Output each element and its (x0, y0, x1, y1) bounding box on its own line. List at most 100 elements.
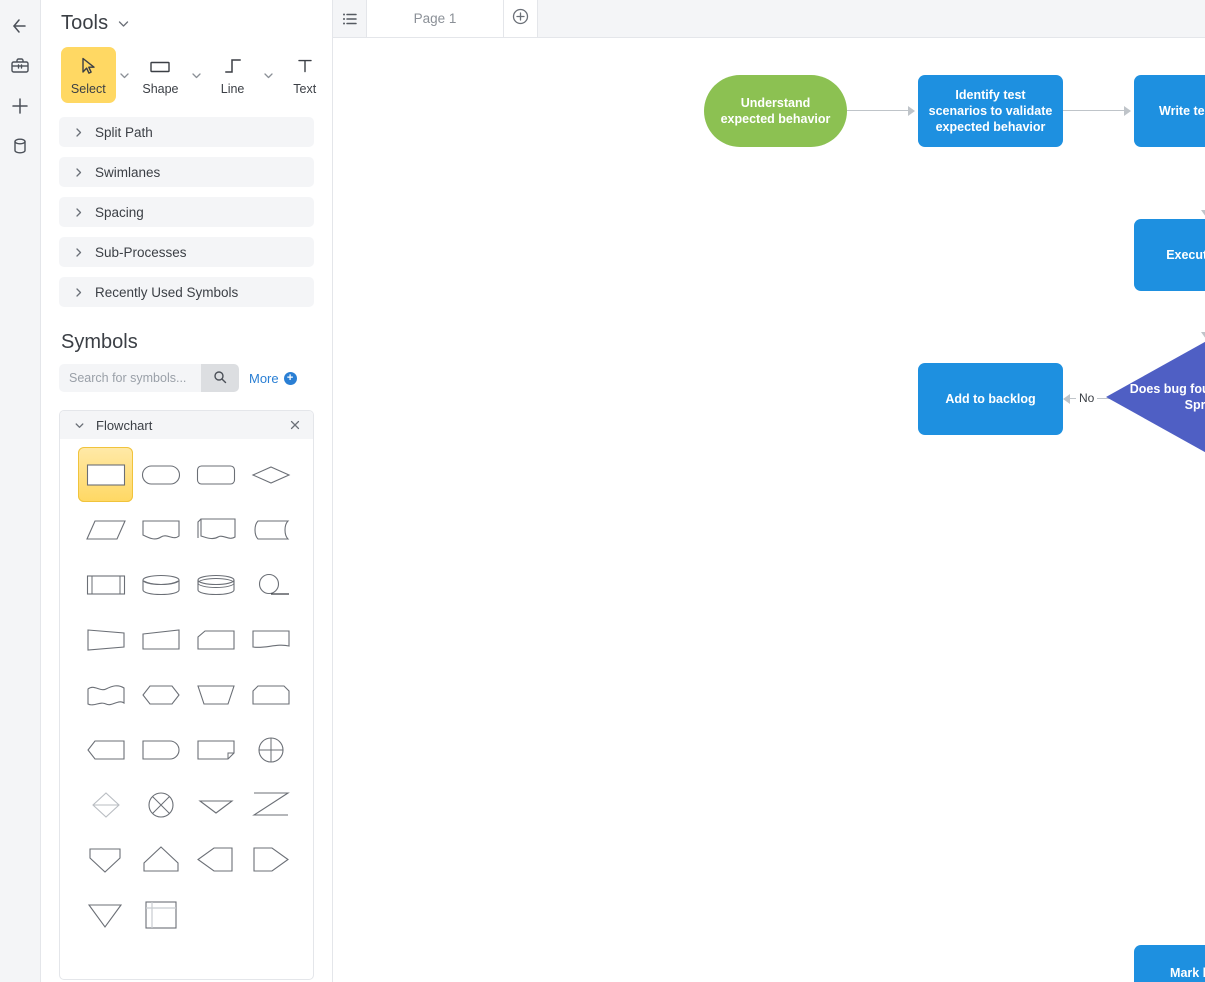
tool-shape[interactable]: Shape (133, 47, 188, 103)
symbol-disk-storage[interactable] (188, 557, 243, 612)
symbol-crossed-circle[interactable] (243, 722, 298, 777)
symbol-split-diamond[interactable] (78, 777, 133, 832)
edge-n1-n2 (847, 110, 909, 112)
database-icon[interactable] (0, 126, 41, 166)
node-label: Identify test scenarios to validate expe… (928, 88, 1053, 134)
node-understand-expected-behavior[interactable]: Understand expected behavior (704, 75, 847, 147)
panel-title: Tools (61, 12, 109, 34)
symbol-inverted-triangle[interactable] (78, 887, 133, 942)
node-identify-test-scenarios[interactable]: Identify test scenarios to validate expe… (918, 75, 1063, 147)
symbol-home-plate-down[interactable] (78, 832, 133, 887)
symbol-table-grid[interactable] (133, 887, 188, 942)
symbol-curved-bottom-rectangle[interactable] (243, 612, 298, 667)
symbol-pentagon-left-point[interactable] (78, 722, 133, 777)
symbols-section-title: Symbols (61, 331, 138, 353)
symbol-process-rectangle[interactable] (78, 447, 133, 502)
search-button[interactable] (201, 364, 239, 392)
plus-icon[interactable] (0, 86, 41, 126)
symbol-bowtie-shape[interactable] (78, 612, 133, 667)
main-area: Page 1 (333, 0, 1205, 982)
symbol-folded-corner-card[interactable] (188, 722, 243, 777)
symbol-hexagon-preparation[interactable] (133, 667, 188, 722)
symbol-corner-cut-rectangle[interactable] (188, 612, 243, 667)
tool-text-label: Text (293, 81, 317, 96)
arrowhead-n6 (1063, 394, 1070, 404)
accordion-sub-processes[interactable]: Sub-Processes (59, 237, 314, 267)
accordion-swimlanes[interactable]: Swimlanes (59, 157, 314, 187)
tools-panel-header[interactable]: Tools (41, 0, 332, 41)
symbol-library-header[interactable]: Flowchart (60, 411, 313, 439)
symbol-circle-with-x[interactable] (133, 777, 188, 832)
tool-line-caret-icon[interactable] (260, 47, 278, 103)
symbol-house-pentagon[interactable] (133, 832, 188, 887)
symbol-decision-diamond[interactable] (243, 447, 298, 502)
tool-text[interactable]: Text (277, 47, 332, 103)
symbol-multi-document[interactable] (188, 502, 243, 557)
tools-toolbar: Select Shape Line (41, 41, 332, 113)
symbol-document-wave[interactable] (133, 502, 188, 557)
accordion-label: Spacing (95, 204, 144, 220)
node-add-to-backlog[interactable]: Add to backlog (918, 363, 1063, 435)
tool-line[interactable]: Line (205, 47, 260, 103)
chevron-right-icon (73, 127, 84, 138)
symbol-data-parallelogram[interactable] (78, 502, 133, 557)
tool-select[interactable]: Select (61, 47, 116, 103)
tabbar-filler (538, 0, 1205, 37)
symbol-direct-access-storage[interactable] (133, 557, 188, 612)
accordion-split-path[interactable]: Split Path (59, 117, 314, 147)
node-label: Add to backlog (945, 392, 1036, 406)
more-symbols-link[interactable]: More + (249, 371, 297, 386)
chevron-right-icon (73, 167, 84, 178)
tab-page-1[interactable]: Page 1 (367, 0, 504, 37)
list-icon[interactable] (333, 0, 367, 37)
symbol-triangle-down[interactable] (188, 777, 243, 832)
chevron-down-icon (74, 420, 85, 431)
plus-circle-icon (512, 8, 529, 30)
symbol-trapezoid-slant[interactable] (133, 612, 188, 667)
symbol-search-row: More + (41, 364, 332, 392)
node-mark-bug-reopened[interactable]: Mark bug as "reopened" (1134, 945, 1205, 982)
symbol-library-title: Flowchart (96, 417, 153, 433)
edge-label-no-backlog: No (1076, 391, 1098, 405)
accordion-label: Recently Used Symbols (95, 284, 239, 300)
toolbox-icon[interactable] (0, 46, 41, 86)
symbol-search-wrap (59, 364, 239, 392)
symbol-rounded-right-rectangle[interactable] (133, 722, 188, 777)
accordion-recently-used-symbols[interactable]: Recently Used Symbols (59, 277, 314, 307)
diagram-canvas[interactable]: Understand expected behavior Identify te… (333, 38, 1205, 982)
add-page-button[interactable] (504, 0, 538, 37)
accordion-spacing[interactable]: Spacing (59, 197, 314, 227)
tool-select-caret-icon[interactable] (116, 47, 134, 103)
step-line-icon (222, 55, 244, 77)
symbol-arrow-left-pentagon[interactable] (188, 832, 243, 887)
symbol-stored-data[interactable] (243, 502, 298, 557)
symbol-trapezoid-manual-operation[interactable] (188, 667, 243, 722)
symbol-internal-storage[interactable] (78, 557, 133, 612)
symbol-rounded-rectangle[interactable] (188, 447, 243, 502)
symbol-clipped-corner-rectangle[interactable] (243, 667, 298, 722)
back-arrow-icon[interactable] (0, 6, 41, 46)
node-does-bug-block-sprint[interactable]: Does bug found block the Sprint? (1106, 341, 1205, 453)
tool-shape-label: Shape (142, 81, 179, 96)
chevron-down-icon[interactable] (116, 16, 131, 31)
arrowhead-n4 (1201, 210, 1205, 217)
chevron-right-icon (73, 247, 84, 258)
chevron-right-icon (73, 287, 84, 298)
search-input[interactable] (59, 364, 201, 392)
symbol-arrow-right-pentagon[interactable] (243, 832, 298, 887)
symbol-terminator-stadium[interactable] (133, 447, 188, 502)
symbol-double-wave[interactable] (78, 667, 133, 722)
symbol-grid (60, 439, 313, 942)
symbol-library-card: Flowchart (59, 410, 314, 980)
node-label: Understand expected behavior (720, 96, 831, 126)
arrowhead-n5 (1201, 332, 1205, 339)
accordion-label: Sub-Processes (95, 244, 187, 260)
tool-shape-caret-icon[interactable] (188, 47, 206, 103)
symbol-hourglass-shape[interactable] (243, 777, 298, 832)
symbol-circle-offpage[interactable] (243, 557, 298, 612)
node-write-test-cases[interactable]: Write test cases (1134, 75, 1205, 147)
close-icon[interactable] (289, 419, 301, 431)
